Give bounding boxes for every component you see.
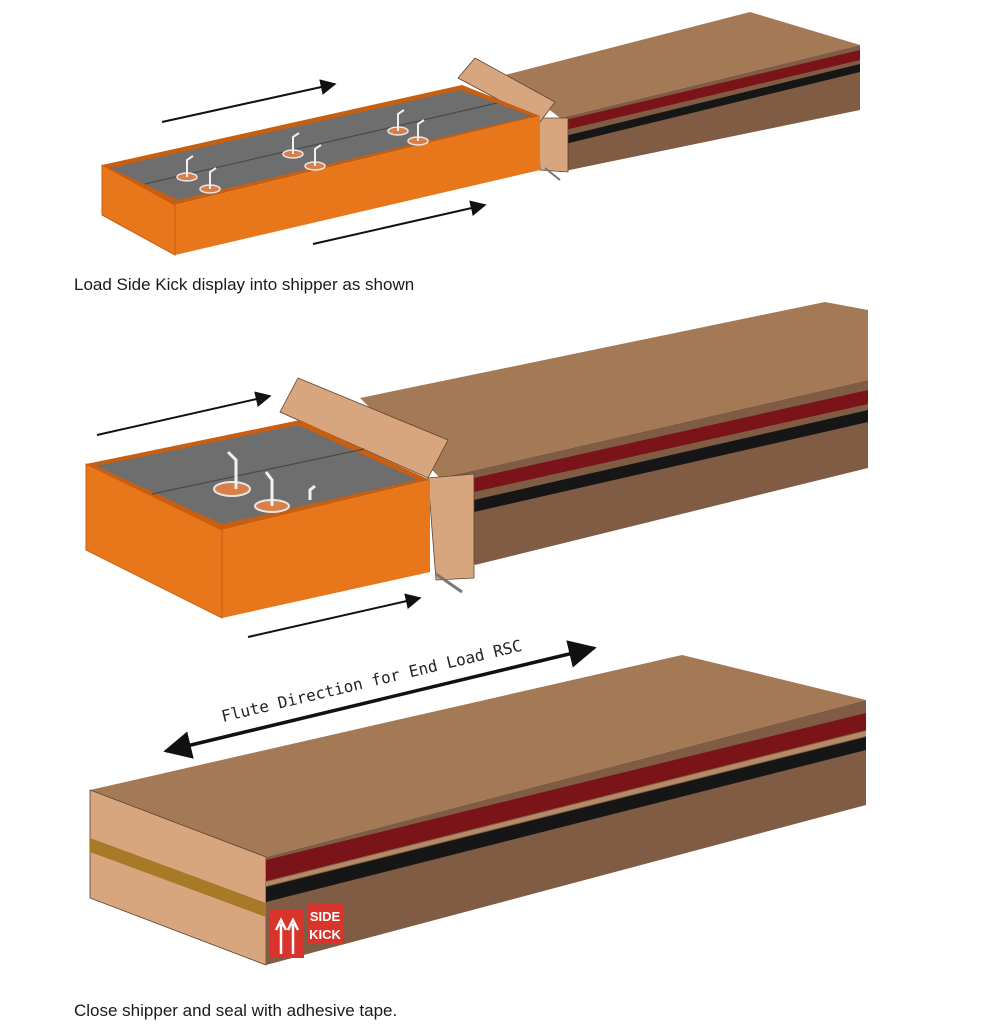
hook-wire xyxy=(209,167,217,189)
shipper-top xyxy=(90,655,866,857)
hook-wire xyxy=(226,450,238,489)
hook-wire xyxy=(397,109,405,131)
sleeve-top xyxy=(505,12,860,118)
side-kick-display xyxy=(101,85,561,256)
arrow-right-icon xyxy=(312,200,487,245)
tray-divider xyxy=(144,102,498,185)
shipper-stripe-light xyxy=(266,731,866,886)
step-3-illustration: Flute Direction for End Load RSC SIDE KI… xyxy=(89,636,866,966)
arrow-right-icon xyxy=(161,79,337,123)
step-3-caption: Close shipper and seal with adhesive tap… xyxy=(74,1001,398,1020)
step-2-illustration xyxy=(85,302,868,638)
sleeve-stripe-red xyxy=(565,50,860,130)
sleeve-end-flap xyxy=(537,117,569,173)
sleeve-open-top-flap xyxy=(279,377,449,479)
sleeve-top xyxy=(360,302,868,478)
sleeve-stripe-black xyxy=(474,410,868,512)
pull-tab xyxy=(544,167,561,181)
up-arrow-left xyxy=(274,917,288,954)
closed-shipper xyxy=(89,655,866,966)
step-1-illustration xyxy=(101,12,860,256)
display-hook-wires xyxy=(186,109,425,189)
step-1-caption: Load Side Kick display into shipper as s… xyxy=(74,275,415,294)
hook-wire xyxy=(292,132,300,154)
tray-divider xyxy=(151,448,365,495)
hook-wire xyxy=(186,155,194,177)
hook-wire xyxy=(417,119,425,141)
display-end xyxy=(101,164,176,256)
side-kick-display xyxy=(85,420,463,619)
hook-wire xyxy=(308,484,316,500)
sleeve-end-flap xyxy=(427,473,475,581)
arrow-right-icon xyxy=(96,391,272,436)
sleeve-stripe-red xyxy=(474,390,868,492)
display-hook-wires xyxy=(226,450,316,506)
display-hooks xyxy=(176,126,429,194)
badge-line-2: KICK xyxy=(309,927,341,942)
display-front xyxy=(175,116,540,255)
pull-tab xyxy=(435,572,463,594)
shipper-stripe-black xyxy=(266,737,866,902)
hook-wire xyxy=(314,144,322,166)
shipper-stripe-red xyxy=(266,713,866,881)
hook-hole xyxy=(213,481,251,497)
arrow-right-icon xyxy=(247,593,422,638)
adhesive-tape xyxy=(90,838,266,917)
display-front xyxy=(222,480,430,618)
shipper-sleeve xyxy=(279,302,868,581)
shipper-sleeve xyxy=(457,12,860,173)
display-end xyxy=(85,463,223,619)
up-arrow-right xyxy=(286,917,300,954)
display-tray xyxy=(96,425,418,524)
badge-line-1: SIDE xyxy=(310,909,341,924)
side-kick-badge: SIDE KICK xyxy=(270,904,344,958)
side-kick-logo-box xyxy=(307,904,344,944)
double-arrow-icon xyxy=(163,640,597,759)
this-side-up-icon xyxy=(270,910,304,958)
hook-wire xyxy=(264,471,274,506)
sleeve-stripe-black xyxy=(565,64,860,144)
